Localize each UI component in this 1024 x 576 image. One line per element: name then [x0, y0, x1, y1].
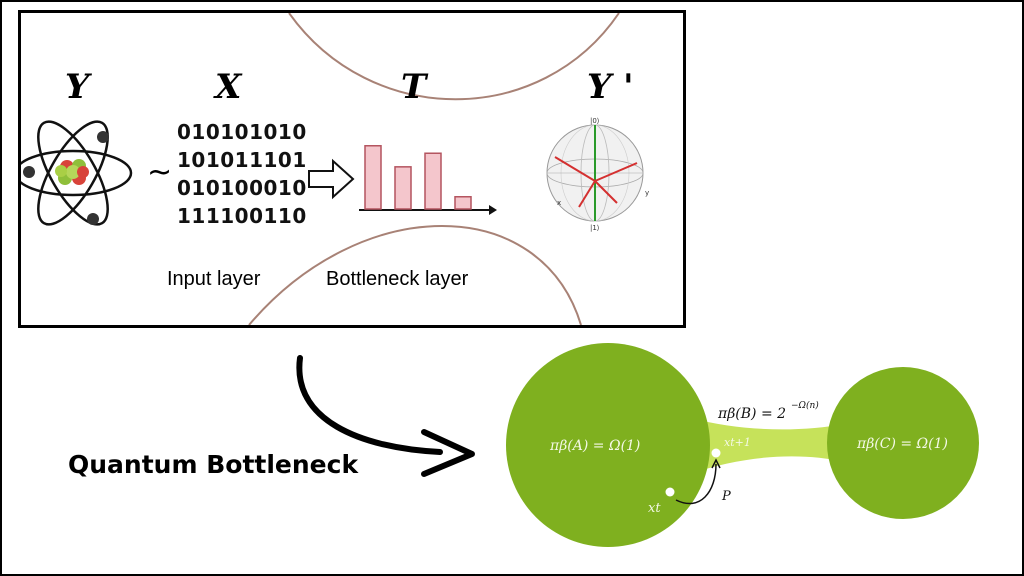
var-y-prime: Y ': [587, 67, 634, 107]
bloch-top-label: |0⟩: [590, 117, 600, 125]
bar: [394, 166, 412, 210]
bar: [424, 152, 442, 210]
atom-icon: [21, 120, 133, 226]
state-xt-dot: [665, 487, 675, 497]
curved-arrow-head: [421, 429, 475, 477]
curved-arrow: [296, 355, 443, 455]
transition-arrow: [675, 463, 717, 505]
quantum-bottleneck-title: Quantum Bottleneck: [68, 450, 359, 479]
binary-block: 010101010 101011101 010100010 111100110: [177, 118, 307, 230]
region-c-disk: [827, 367, 979, 519]
bar: [454, 196, 472, 210]
panel-graphics: |0⟩ |1⟩ x y: [21, 13, 649, 325]
transition-arrowhead: [711, 458, 721, 469]
bar: [364, 145, 382, 210]
bottleneck-neck: [690, 418, 845, 474]
binary-row: 111100110: [177, 204, 307, 228]
bloch-sphere-icon: |0⟩ |1⟩ x y: [546, 117, 649, 232]
input-layer-label: Input layer: [167, 268, 261, 290]
pi-a-label: πβ(A) = Ω(1): [549, 438, 640, 454]
lower-bottleneck-curve: [248, 225, 582, 325]
bloch-x-label: x: [557, 199, 561, 207]
bloch-y-label: y: [645, 189, 649, 197]
tilde-symbol: ~: [147, 155, 173, 190]
pi-b-label: πβ(B) = 2: [717, 406, 786, 422]
bottleneck-panel: |0⟩ |1⟩ x y Y X T Y ' ~ 010101010 101011…: [18, 10, 686, 328]
transition-p-label: P: [721, 489, 731, 504]
xt1-label: xt+1: [724, 436, 751, 449]
xt-label: xt: [648, 501, 661, 516]
upper-bottleneck-curve: [288, 13, 620, 101]
var-y: Y: [65, 67, 90, 107]
var-t: T: [401, 67, 427, 107]
region-a-disk: [506, 343, 710, 547]
pi-b-exponent: −Ω(n): [791, 400, 819, 411]
binary-row: 010100010: [177, 176, 307, 200]
bar-axis-arrowhead: [489, 205, 497, 215]
state-xt1-dot: [711, 448, 721, 458]
bloch-bottom-label: |1⟩: [590, 224, 600, 232]
var-x: X: [215, 67, 242, 107]
bars-group: [364, 145, 472, 210]
bottleneck-layer-label: Bottleneck layer: [326, 268, 469, 290]
pi-c-label: πβ(C) = Ω(1): [856, 436, 948, 452]
binary-row: 010101010: [177, 120, 307, 144]
binary-row: 101011101: [177, 148, 307, 172]
outline-arrow-icon: [308, 158, 355, 200]
